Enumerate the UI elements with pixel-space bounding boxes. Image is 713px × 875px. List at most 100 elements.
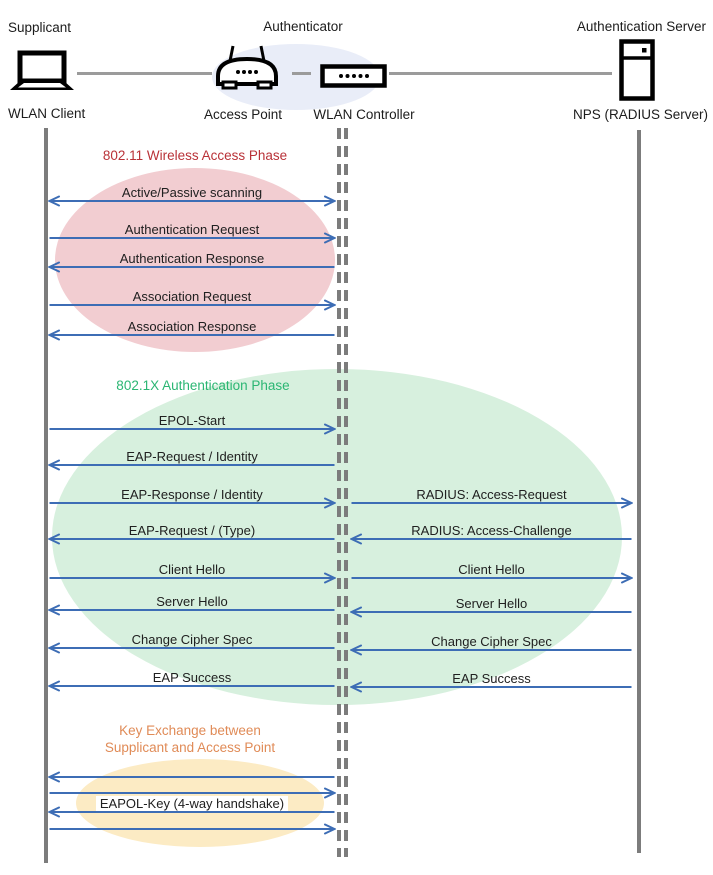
message-client-hello: Client Hello [350,562,633,586]
message-arrow [48,769,336,785]
device-label-nps: NPS (RADIUS Server) [572,107,708,122]
arrow-line [48,329,335,341]
server-icon [619,39,655,101]
message-eapol-key-4-way-handshake: EAPOL-Key (4-way handshake) [48,796,336,820]
device-label-wlan-client: WLAN Client [8,106,86,121]
message-label: EAP-Request / Identity [48,449,336,464]
message-label: Association Response [48,319,336,334]
message-label: Authentication Request [48,222,336,237]
message-label: EPOL-Start [48,413,336,428]
message-server-hello: Server Hello [48,594,336,618]
message-label: Active/Passive scanning [48,185,336,200]
laptop-icon [8,50,76,92]
arrow-line [49,497,336,509]
arrow-line [48,261,335,273]
arrow-line [350,644,632,656]
message-label-text: Client Hello [458,562,525,577]
arrow-line [49,572,336,584]
message-arrow [48,821,336,837]
message-change-cipher-spec: Change Cipher Spec [350,634,633,658]
phase-title-80211: 802.11 Wireless Access Phase [102,148,288,163]
role-label-supplicant: Supplicant [8,20,72,35]
message-label: EAPOL-Key (4-way handshake) [48,796,336,811]
message-label: Server Hello [48,594,336,609]
arrow-line [49,787,336,799]
message-label-text: EAP Success [452,671,531,686]
message-change-cipher-spec: Change Cipher Spec [48,632,336,656]
message-label: EAP-Request / (Type) [48,523,336,538]
arrow-line [48,533,335,545]
message-active-passive-scanning: Active/Passive scanning [48,185,336,209]
arrow-line [350,681,632,693]
message-label: Authentication Response [48,251,336,266]
message-label-text: Client Hello [158,562,226,577]
connector-line [77,72,212,75]
arrow-line [350,533,632,545]
phase-title-key-exchange-line2: Supplicant and Access Point [104,740,276,755]
message-label: RADIUS: Access-Request [350,487,633,502]
message-label: Client Hello [350,562,633,577]
arrow-line [48,771,335,783]
arrow-line [48,806,335,818]
message-label-text: EAP Success [152,670,232,685]
arrow-line [48,459,335,471]
message-label-text: EAP-Response / Identity [121,487,263,502]
message-label-text: Server Hello [156,594,228,609]
message-label-text: Change Cipher Spec [131,632,253,647]
arrow-line [48,195,336,207]
device-label-wlan-controller: WLAN Controller [313,107,415,122]
message-radius-access-challenge: RADIUS: Access-Challenge [350,523,633,547]
message-label-text: Authentication Response [119,251,265,266]
nps-lifeline [637,130,641,853]
phase-title-key-exchange: Key Exchange between Supplicant and Acce… [105,722,275,756]
message-eap-request-type: EAP-Request / (Type) [48,523,336,547]
message-label: EAP Success [48,670,336,685]
role-label-authenticator: Authenticator [263,19,343,34]
message-label: Change Cipher Spec [48,632,336,647]
arrow-line [48,680,335,692]
arrow-line [350,606,632,618]
role-label-authentication-server: Authentication Server [576,19,706,34]
message-label: EAP Success [350,671,633,686]
message-eap-success: EAP Success [350,671,633,695]
access-point-icon [215,44,279,90]
message-label: Change Cipher Spec [350,634,633,649]
message-label-text: Server Hello [455,596,528,611]
message-label-text: EAPOL-Key (4-way handshake) [95,796,289,811]
arrow-line [49,823,336,835]
device-label-access-point: Access Point [203,107,283,122]
connector-line [389,72,612,75]
message-association-response: Association Response [48,319,336,343]
message-label-text: Association Request [132,289,252,304]
message-label: Association Request [48,289,336,304]
message-label-text: EPOL-Start [158,413,226,428]
message-authentication-response: Authentication Response [48,251,336,275]
message-label: Server Hello [350,596,633,611]
arrow-line [48,642,335,654]
message-radius-access-request: RADIUS: Access-Request [350,487,633,511]
message-label-text: RADIUS: Access-Request [416,487,567,502]
message-label: EAP-Response / Identity [48,487,336,502]
wlan-controller-lifeline-right [344,128,348,857]
arrow-line [351,572,633,584]
message-label-text: EAP-Request / (Type) [128,523,256,538]
message-label-text: Active/Passive scanning [121,185,263,200]
message-label-text: Authentication Request [124,222,260,237]
message-client-hello: Client Hello [48,562,336,586]
message-server-hello: Server Hello [350,596,633,620]
message-label: Client Hello [48,562,336,577]
wlan-client-lifeline [44,128,48,863]
arrow-line [48,604,335,616]
message-label: RADIUS: Access-Challenge [350,523,633,538]
message-label-text: Change Cipher Spec [431,634,552,649]
message-association-request: Association Request [48,289,336,313]
phase-title-key-exchange-line1: Key Exchange between [119,723,261,738]
message-arrow [48,785,336,801]
phase-title-8021x: 802.1X Authentication Phase [116,378,290,393]
message-label-text: RADIUS: Access-Challenge [411,523,572,538]
arrow-line [351,497,633,509]
phase-80211-ellipse [55,168,335,352]
arrow-line [49,423,336,435]
message-eap-success: EAP Success [48,670,336,694]
